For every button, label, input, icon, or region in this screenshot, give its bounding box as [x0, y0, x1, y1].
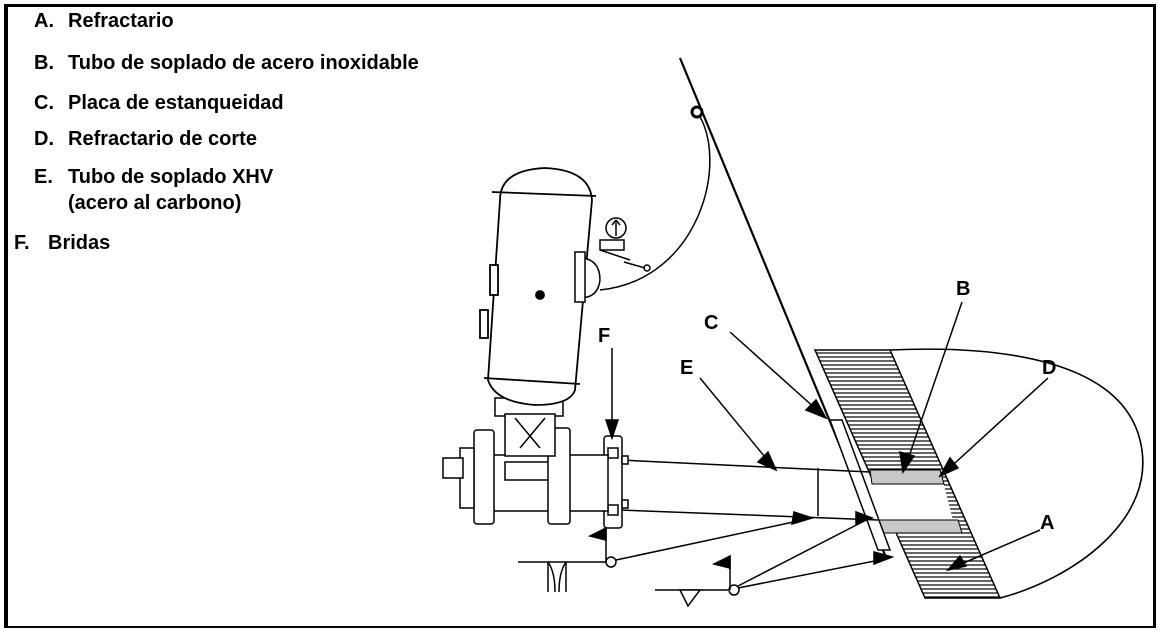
legend-text: Bridas [48, 232, 111, 254]
cut-refractory-bottom [875, 519, 963, 534]
legend-item-d: D. Refractario de corte [34, 128, 257, 151]
legend-letter: F. [14, 232, 30, 254]
legend-item-a: A. Refractario [34, 10, 174, 33]
legend-letter: C. [34, 92, 54, 114]
legend-item-c: C. Placa de estanqueidad [34, 92, 284, 115]
legend-item-e: E. Tubo de soplado XHV [34, 166, 273, 189]
weld-symbol-left [518, 517, 813, 593]
legend-text: Refractario [68, 10, 174, 32]
legend-text: Refractario de corte [68, 128, 257, 150]
callout-b: B [956, 278, 971, 300]
pressure-gauge [574, 217, 651, 303]
legend-text: Tubo de soplado XHV [68, 166, 274, 188]
callout-c: C [704, 312, 719, 334]
legend-text: Tubo de soplado de acero inoxidable [68, 52, 419, 74]
legend-letter: E. [34, 166, 53, 188]
legend-letter: D. [34, 128, 54, 150]
legend-item-b: B. Tubo de soplado de acero inoxidable [34, 52, 419, 75]
boiler-interior-outline [889, 348, 1144, 599]
weld-symbol-right [655, 517, 891, 608]
tank-neck [494, 397, 564, 457]
leader-lines [604, 301, 1049, 572]
callout-f: F [598, 325, 611, 347]
sealing-plate [828, 419, 892, 551]
legend-text: (acero al carbono) [68, 192, 242, 214]
legend-item-f: F. Bridas [14, 232, 110, 255]
hose-fitting [690, 105, 704, 119]
diagram-frame [4, 4, 1156, 628]
legend-letter: A. [34, 10, 54, 32]
legend-item-e-continued: (acero al carbono) [34, 192, 241, 215]
callout-d: D [1042, 357, 1057, 379]
air-hose [599, 111, 711, 291]
valve-pipe-section [442, 427, 609, 525]
cut-refractory-top [869, 469, 945, 485]
pressure-tank [479, 167, 597, 406]
callout-e: E [680, 357, 694, 379]
legend-text: Placa de estanqueidad [68, 92, 284, 114]
legend-letter: B. [34, 52, 54, 74]
callout-a: A [1040, 512, 1055, 534]
xhv-blow-tube [619, 459, 879, 521]
